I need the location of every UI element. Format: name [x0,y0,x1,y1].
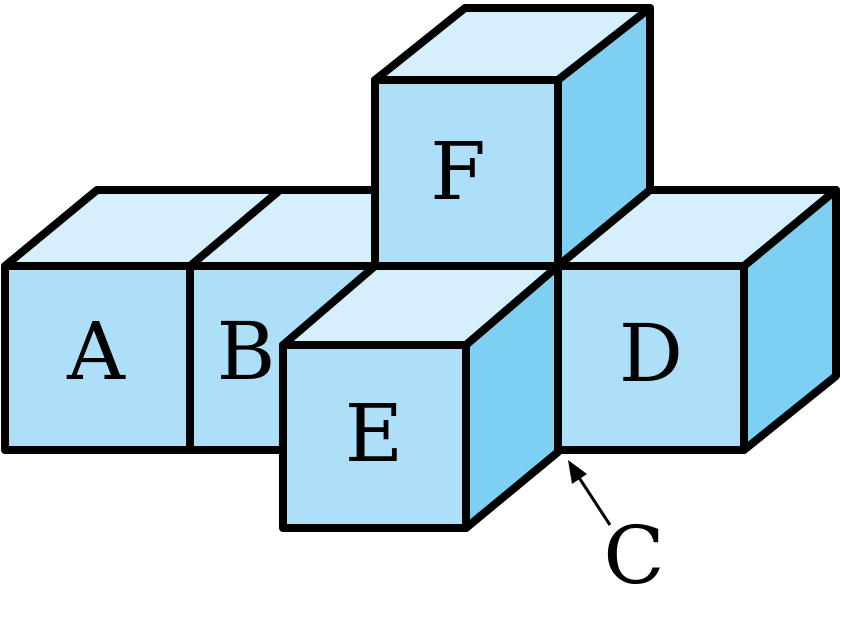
pointer-arrow-line [576,475,612,526]
cube-e: E [279,262,562,532]
pointer-arrowhead [568,460,587,484]
cube-f: F [371,4,654,270]
cube-f-label: F [430,125,486,218]
cube-e-front-face [279,341,470,532]
cube-d: D [554,186,840,454]
cube-a-front-face [1,262,194,454]
pointer-label: C [603,509,664,602]
cube-b-label: B [217,305,276,398]
pointer-c: C [568,460,665,602]
cube-e-label: E [345,387,403,480]
cube-a: A [1,186,284,454]
cube-d-label: D [619,307,683,400]
cube-a-label: A [66,305,126,398]
